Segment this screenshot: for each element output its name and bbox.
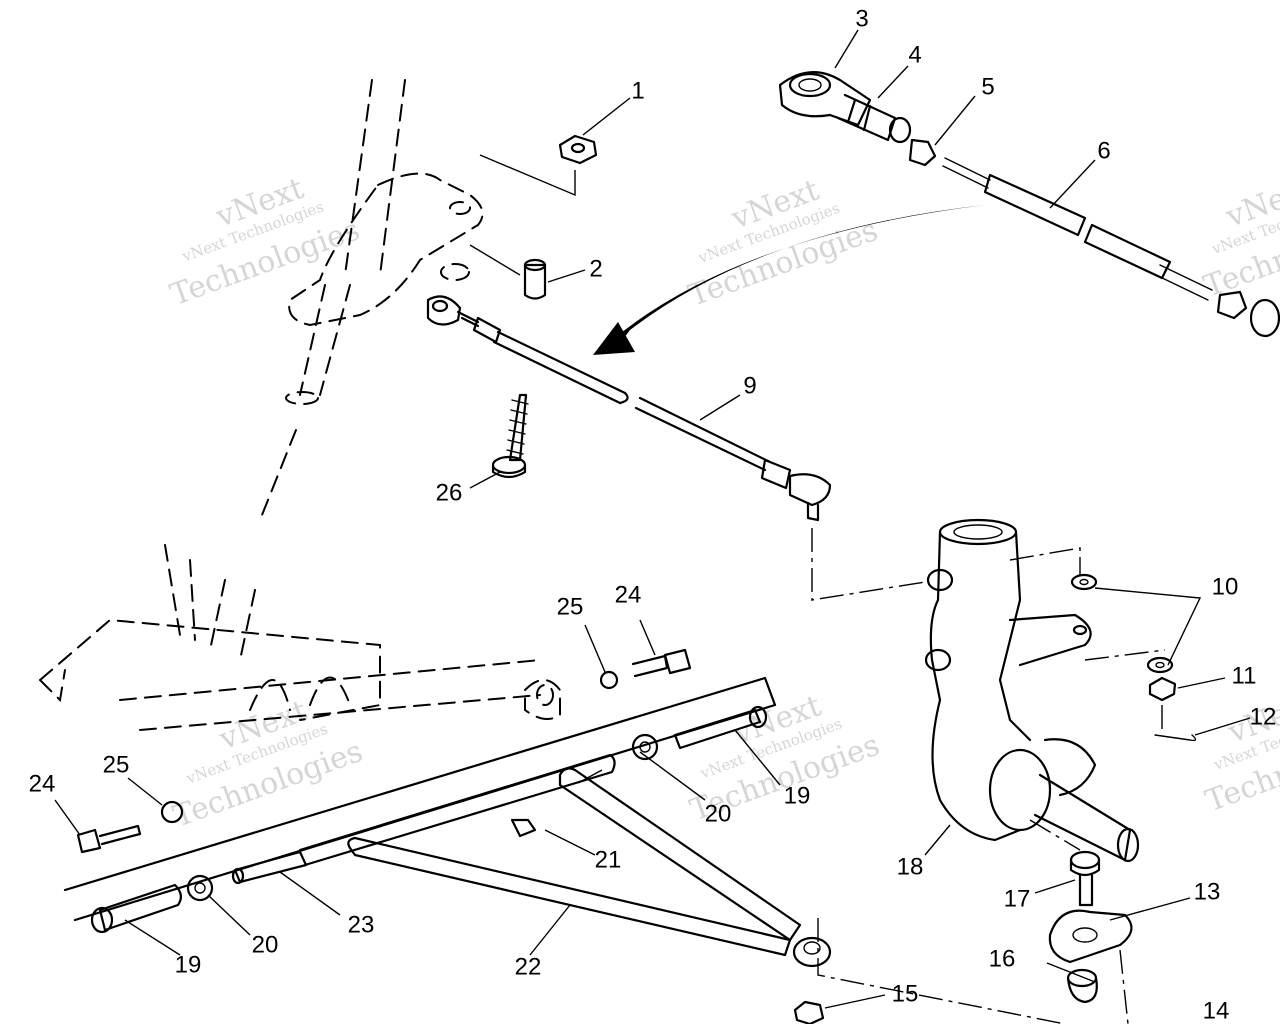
callout-25-right: 25 xyxy=(557,593,584,620)
callout-4: 4 xyxy=(908,41,921,68)
callout-20-right: 20 xyxy=(705,800,732,827)
bushing-2 xyxy=(523,258,547,300)
callout-3: 3 xyxy=(855,5,868,32)
callout-26: 26 xyxy=(436,479,463,506)
callout-23: 23 xyxy=(348,911,375,938)
callout-24-left: 24 xyxy=(29,770,56,797)
nut-1 xyxy=(558,134,598,165)
steering-post-outline xyxy=(261,79,484,516)
nut-15 xyxy=(793,1000,825,1024)
bolt-26 xyxy=(491,393,529,479)
watermark-1: vNext vNext Technologies Technologies xyxy=(166,171,365,313)
callout-13: 13 xyxy=(1194,878,1221,905)
steering-knuckle xyxy=(924,518,1140,863)
callout-10: 10 xyxy=(1212,573,1239,600)
callout-16: 16 xyxy=(989,945,1016,972)
callout-17: 17 xyxy=(1004,885,1031,912)
leader-lines xyxy=(54,29,1251,1024)
ball-joint-parts xyxy=(1048,850,1133,1004)
watermark-2: vNext vNext Technologies Technologies xyxy=(684,173,883,314)
callout-21: 21 xyxy=(595,846,622,873)
direction-arrow xyxy=(593,205,985,355)
callout-19-left: 19 xyxy=(175,951,202,978)
pivot-hardware xyxy=(76,648,768,934)
callout-labels: 1 2 3 4 5 6 9 10 11 12 13 14 15 16 17 18… xyxy=(29,5,1277,1024)
callout-20-left: 20 xyxy=(252,931,279,958)
washers-and-nut xyxy=(1070,573,1197,742)
callout-6: 6 xyxy=(1097,137,1110,164)
rod-end-assembly xyxy=(778,71,1280,338)
callout-25-left: 25 xyxy=(103,751,130,778)
callout-24-right: 24 xyxy=(615,581,642,608)
frame-outline xyxy=(39,544,561,731)
a-arm-assembly xyxy=(63,676,832,968)
callout-1: 1 xyxy=(631,77,644,104)
callout-9: 9 xyxy=(743,372,756,399)
callout-2: 2 xyxy=(589,255,602,282)
callout-11: 11 xyxy=(1232,662,1257,689)
callout-5: 5 xyxy=(981,73,994,100)
callout-14: 14 xyxy=(1203,997,1230,1024)
tie-rod-assembly xyxy=(426,295,832,522)
callout-15: 15 xyxy=(892,980,919,1007)
callout-12: 12 xyxy=(1250,703,1277,730)
callout-18: 18 xyxy=(897,853,924,880)
callout-22: 22 xyxy=(515,953,542,980)
callout-19-right: 19 xyxy=(784,782,811,809)
